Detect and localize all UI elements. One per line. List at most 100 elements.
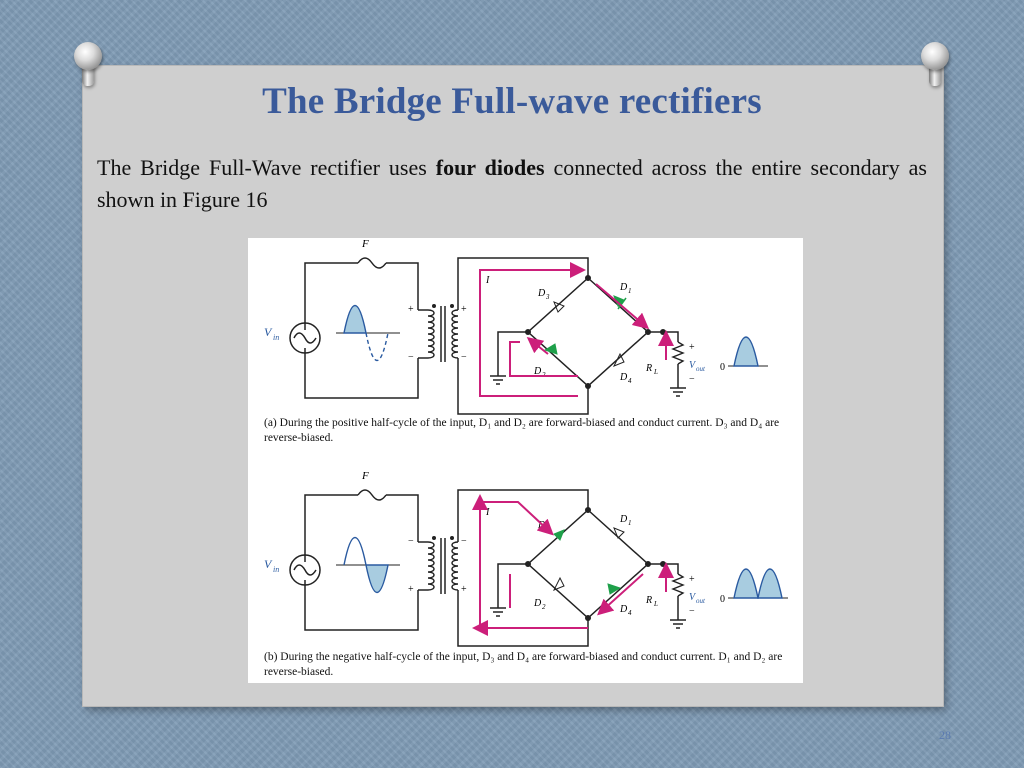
transformer-primary-coil-b [427, 541, 435, 591]
ground-wire [497, 331, 528, 376]
rl-label-b: R [645, 595, 652, 606]
vout-minus: − [689, 374, 695, 385]
load-resistor-b [671, 573, 685, 597]
current-path-up [479, 262, 586, 386]
diode-d3-reverse [553, 301, 565, 313]
node-top-b [585, 507, 591, 513]
bridge-rectifier-figure: F V in + − + − [248, 238, 803, 683]
primary-wire-top-left [304, 262, 358, 330]
circuit-b: F V in − + − + [264, 470, 788, 678]
output-wave-pulse [733, 336, 759, 367]
secondary-minus-b: − [461, 536, 467, 547]
load-resistor [671, 341, 685, 365]
dot-primary [432, 304, 436, 308]
diode-d4-forward [607, 583, 622, 595]
d2-label: D [533, 366, 542, 377]
diode-d3-forward [553, 529, 565, 541]
slide-title: The Bridge Full-wave rectifiers [262, 81, 762, 122]
primary-wire-top-left-b [304, 494, 358, 562]
output-zero-label: 0 [720, 362, 725, 373]
fuse-symbol-b [357, 489, 387, 501]
vin-subscript-b: in [273, 565, 279, 574]
output-node-b [660, 561, 666, 567]
figure-svg: F V in + − + − [264, 238, 788, 678]
caption-b-container: (b) During the negative half-cycle of th… [264, 651, 783, 678]
transformer-secondary-coil-b [451, 541, 459, 591]
vout-label-b: V [689, 592, 697, 603]
pushpin-right [920, 42, 950, 90]
d1-label-b: D [619, 514, 628, 525]
transformer-secondary-coil [451, 309, 459, 359]
current-label-b: I [485, 507, 490, 518]
current-path-return [479, 386, 578, 397]
secondary-wire-bottom-b [457, 590, 589, 647]
node-bottom [585, 383, 591, 389]
node-bottom-b [585, 615, 591, 621]
d4-subscript: 4 [628, 377, 632, 385]
primary-minus-b: − [408, 536, 414, 547]
caption-a: (a) During the positive half-cycle of th… [264, 417, 780, 444]
diode-d1-reverse [613, 527, 625, 539]
fuse-label: F [361, 238, 369, 250]
dot-primary-b [432, 536, 436, 540]
paragraph-text-end: connected across the entire secondary as… [97, 155, 927, 212]
primary-wire-bottom-b [304, 580, 419, 631]
output-zero-label-b: 0 [720, 594, 725, 605]
d4-label-b: D [619, 604, 628, 615]
d3-subscript: 3 [545, 293, 550, 301]
current-path-d2 [509, 341, 578, 377]
d2-label-b: D [533, 598, 542, 609]
d1-label: D [619, 282, 628, 293]
rl-subscript-b: L [653, 600, 658, 608]
current-path-d4 [597, 573, 644, 616]
d1-subscript-b: 1 [628, 519, 632, 527]
fuse-symbol [357, 257, 387, 269]
d3-label: D [537, 288, 546, 299]
diode-d1-bar [617, 297, 627, 310]
secondary-wire-top [457, 257, 589, 310]
ac-source-wave [293, 332, 317, 344]
vin-label: V [264, 325, 273, 339]
dot-secondary [450, 304, 454, 308]
input-wave-positive [343, 304, 367, 334]
node-top [585, 275, 591, 281]
fuse-label-b: F [361, 470, 369, 482]
vout-minus-b: − [689, 606, 695, 617]
caption-b: (b) During the negative half-cycle of th… [264, 651, 783, 678]
dot-secondary-b [450, 536, 454, 540]
rl-subscript: L [653, 368, 658, 376]
paragraph-bold-text: four diodes [435, 155, 545, 180]
ac-source-symbol-b [289, 554, 321, 586]
output-wave-pulse-2 [757, 568, 783, 599]
diode-d4-reverse [612, 352, 625, 367]
input-wave-negative-b [365, 564, 389, 594]
output-node [660, 329, 666, 335]
vout-label: V [689, 360, 697, 371]
primary-plus-b: + [408, 584, 414, 595]
input-wave-negative [365, 332, 389, 362]
current-path-d3 [480, 501, 554, 536]
vout-plus-b: + [689, 574, 695, 585]
input-wave-positive-b [343, 536, 367, 566]
vin-label-b: V [264, 557, 273, 571]
paragraph-text-start: The Bridge Full-Wave rectifier uses [97, 155, 436, 180]
primary-wire-top-right-b [386, 494, 419, 542]
slide-number: 28 [939, 728, 951, 742]
diode-d2-reverse [552, 576, 565, 591]
d1-subscript: 1 [628, 287, 632, 295]
circuit-a: F V in + − + − [264, 238, 780, 444]
caption-a-container: (a) During the positive half-cycle of th… [264, 417, 780, 444]
ac-source-symbol [289, 322, 321, 354]
ac-source-wave-b [293, 564, 317, 576]
current-path-d1 [595, 283, 650, 330]
rl-label: R [645, 363, 652, 374]
vout-subscript: out [696, 365, 706, 373]
secondary-wire-bottom [457, 358, 589, 415]
diode-d2-forward [543, 343, 558, 355]
primary-minus: − [408, 352, 414, 363]
ground-wire-b [497, 563, 528, 608]
output-wave-pulse-1 [733, 568, 759, 599]
secondary-plus: + [461, 304, 467, 315]
secondary-plus-b: + [461, 584, 467, 595]
pushpin-left [73, 42, 103, 90]
